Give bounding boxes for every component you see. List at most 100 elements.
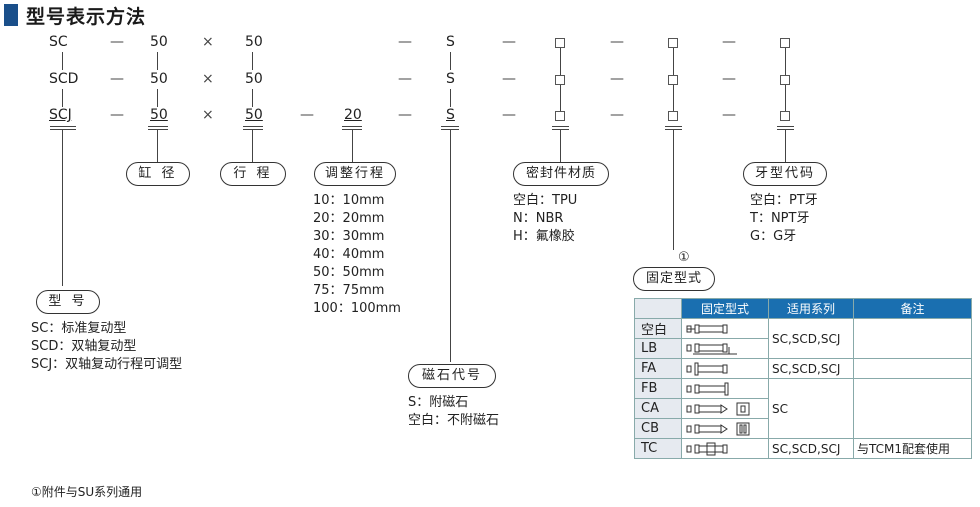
magnet-code: S — [446, 34, 455, 50]
dash: — — [110, 107, 124, 123]
label-stroke: 行 程 — [220, 162, 286, 186]
mount-code: LB — [634, 338, 682, 359]
double-underline — [342, 129, 362, 130]
connector-line — [785, 85, 786, 111]
mount-icon-cell — [681, 318, 769, 339]
label-type: 型 号 — [36, 290, 100, 314]
mount-placeholder-box — [668, 75, 678, 85]
connector-line — [673, 48, 674, 75]
thread-placeholder-box — [780, 75, 790, 85]
note-cell — [853, 318, 972, 359]
table-row: FB SC — [634, 378, 972, 439]
dash: — — [502, 34, 516, 50]
stroke-value: 50 — [245, 34, 263, 50]
connector-line — [560, 48, 561, 75]
table-header-cell: 备注 — [853, 298, 972, 319]
seal-placeholder-box — [555, 38, 565, 48]
connector-line — [450, 52, 451, 70]
list-item: T：NPT牙 — [750, 211, 810, 226]
connector-line — [157, 89, 158, 107]
list-item: 空白：不附磁石 — [408, 413, 500, 428]
table-header-cell: 固定型式 — [681, 298, 769, 319]
mount-icon-cell — [681, 418, 769, 439]
leader-line-type — [62, 130, 63, 286]
list-item: 100：100mm — [313, 301, 401, 316]
dash: — — [610, 71, 624, 87]
note-cell — [853, 358, 972, 379]
list-item: S：附磁石 — [408, 395, 469, 410]
seal-placeholder-box — [555, 111, 565, 121]
double-underline — [148, 129, 168, 130]
list-item: SCD：双轴复动型 — [31, 339, 137, 354]
single-clevis-icon — [686, 402, 750, 416]
list-item: G：G牙 — [750, 229, 797, 244]
footnote: ①附件与SU系列通用 — [31, 485, 143, 499]
thread-placeholder-box — [780, 111, 790, 121]
list-item: SC：标准复动型 — [31, 321, 127, 336]
list-item: 空白：TPU — [513, 193, 578, 208]
rear-flange-icon — [686, 382, 729, 396]
magnet-code: S — [446, 71, 455, 87]
double-underline — [148, 126, 168, 127]
leader-line-adjust — [352, 130, 353, 162]
dash: — — [398, 107, 412, 123]
magnet-code-list: S：附磁石 空白：不附磁石 — [408, 394, 499, 430]
seal-placeholder-box — [555, 75, 565, 85]
table-header-cell: 适用系列 — [768, 298, 854, 319]
double-underline — [243, 126, 263, 127]
series-cell: SC,SCD,SCJ — [768, 318, 854, 359]
mount-icon-cell — [681, 398, 769, 419]
leader-line-thread — [785, 130, 786, 162]
cylinder-basic-icon — [686, 324, 728, 334]
label-magnet: 磁石代号 — [408, 364, 496, 388]
label-adjust: 调整行程 — [314, 162, 396, 186]
times-sign: × — [202, 34, 214, 50]
connector-line — [252, 89, 253, 107]
list-item: H：氟橡胶 — [513, 229, 575, 244]
mount-icon-cell — [681, 358, 769, 379]
connector-line — [62, 89, 63, 107]
list-item: N：NBR — [513, 211, 564, 226]
model-code-sc: SC — [49, 34, 68, 50]
series-cell: SC,SCD,SCJ — [768, 438, 854, 459]
connector-line — [252, 52, 253, 70]
list-item: 30：30mm — [313, 229, 385, 244]
list-item: SCJ：双轴复动行程可调型 — [31, 357, 183, 372]
leader-line-magnet — [450, 130, 451, 362]
mount-code: CB — [634, 418, 682, 439]
list-item: 空白：PT牙 — [750, 193, 818, 208]
mount-code: FB — [634, 378, 682, 399]
model-code-scd: SCD — [49, 71, 79, 87]
dash: — — [502, 107, 516, 123]
double-underline — [665, 129, 682, 130]
thread-code-list: 空白：PT牙 T：NPT牙 G：G牙 — [750, 192, 818, 246]
mount-code: CA — [634, 398, 682, 419]
mount-placeholder-box — [668, 38, 678, 48]
dash: — — [110, 34, 124, 50]
bore-value: 50 — [150, 34, 168, 50]
note-cell — [853, 378, 972, 439]
trunnion-icon — [686, 442, 728, 456]
label-bore: 缸 径 — [126, 162, 190, 186]
mount-code: FA — [634, 358, 682, 379]
thread-placeholder-box — [780, 38, 790, 48]
double-underline — [777, 129, 794, 130]
connector-line — [673, 85, 674, 111]
connector-line — [157, 52, 158, 70]
double-underline — [50, 129, 76, 130]
dash: — — [398, 34, 412, 50]
double-clevis-icon — [686, 422, 750, 436]
double-underline — [441, 129, 459, 130]
mount-code: 空白 — [634, 318, 682, 339]
label-seal: 密封件材质 — [513, 162, 609, 186]
list-item: 75：75mm — [313, 283, 385, 298]
double-underline — [50, 126, 76, 127]
series-cell: SC — [768, 378, 854, 439]
double-underline — [552, 126, 569, 127]
table-row: CB — [634, 418, 972, 439]
list-item: 50：50mm — [313, 265, 385, 280]
model-code-scj: SCJ — [49, 107, 72, 123]
title-accent-bar — [4, 4, 18, 26]
bore-value: 50 — [150, 71, 168, 87]
leader-line-stroke — [252, 130, 253, 162]
